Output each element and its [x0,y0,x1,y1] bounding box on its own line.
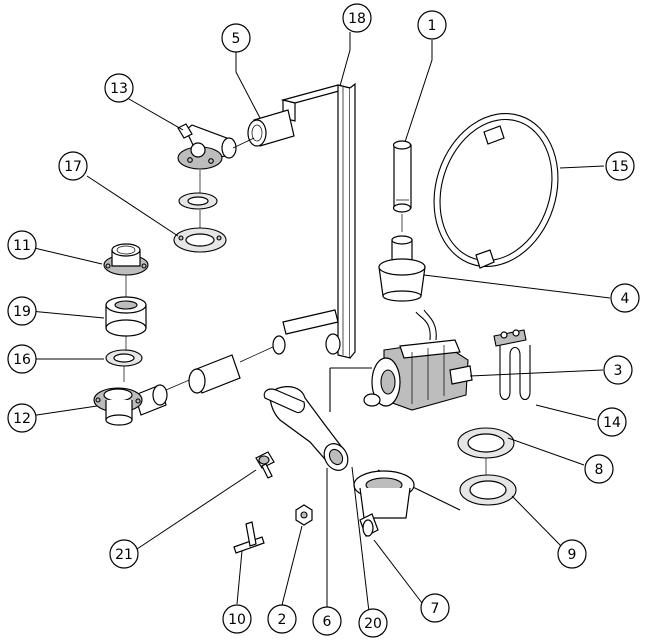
part-10-tee [233,521,265,554]
callout-16-label: 16 [13,352,31,368]
callout-21: 21 [109,539,139,569]
leader-lines [29,32,611,613]
callout-8-label: 8 [595,462,604,478]
callout-19: 19 [7,296,37,326]
part-5-sleeve [247,109,295,147]
callout-8: 8 [584,454,614,484]
part-3-pump-motor [329,309,473,412]
callout-10-label: 10 [228,612,246,628]
callout-1: 1 [417,10,447,40]
part-6-hose [263,386,349,471]
callout-19-label: 19 [13,304,31,320]
part-7-sump [353,469,461,537]
part-4-cup [378,214,426,302]
callout-11: 11 [7,230,37,260]
callout-14-label: 14 [603,415,621,431]
callout-15: 15 [605,151,635,181]
part-14-heater [493,329,531,401]
callout-6-label: 6 [323,614,332,630]
part-21-fitting [255,451,275,479]
callout-4: 4 [610,283,640,313]
callout-21-label: 21 [115,547,133,563]
part-1-tube [392,140,412,213]
part-15-hose [433,112,559,269]
callout-2-label: 2 [278,612,287,628]
callout-15-label: 15 [611,159,629,175]
callout-14: 14 [597,407,627,437]
callout-7: 7 [420,593,450,623]
callout-18: 18 [342,3,372,33]
part-12-elbow [93,384,168,426]
callout-3-label: 3 [614,363,623,379]
callout-12-label: 12 [13,411,31,427]
part-18-pipe-frame [280,82,356,359]
callout-5: 5 [221,23,251,53]
lower-sleeve [165,137,286,394]
callout-5-label: 5 [232,31,241,47]
callout-20: 20 [358,608,388,638]
callout-4-label: 4 [621,291,630,307]
callout-20-label: 20 [364,616,382,632]
callout-6: 6 [312,606,342,636]
callout-9-label: 9 [568,547,577,563]
callout-18-label: 18 [348,11,366,27]
callout-11-label: 11 [13,238,31,254]
part-9-gasket [459,474,517,506]
callout-17-label: 17 [64,159,82,175]
part-2-nut [295,504,313,526]
callout-1-label: 1 [428,18,437,34]
callout-2: 2 [267,604,297,634]
part-17-gaskets [173,170,227,253]
callout-16: 16 [7,344,37,374]
callout-10: 10 [222,604,252,634]
part-8-gasket [457,427,515,475]
callout-13-label: 13 [110,81,128,97]
callout-3: 3 [603,355,633,385]
part-13-elbow [177,123,237,170]
part-16-washer [105,336,143,382]
callout-17: 17 [58,151,88,181]
callout-7-label: 7 [431,601,440,617]
callout-9: 9 [557,539,587,569]
part-19-cylinder [105,275,147,337]
callout-12: 12 [7,403,37,433]
part-11-fitting [103,243,149,276]
callout-13: 13 [104,73,134,103]
